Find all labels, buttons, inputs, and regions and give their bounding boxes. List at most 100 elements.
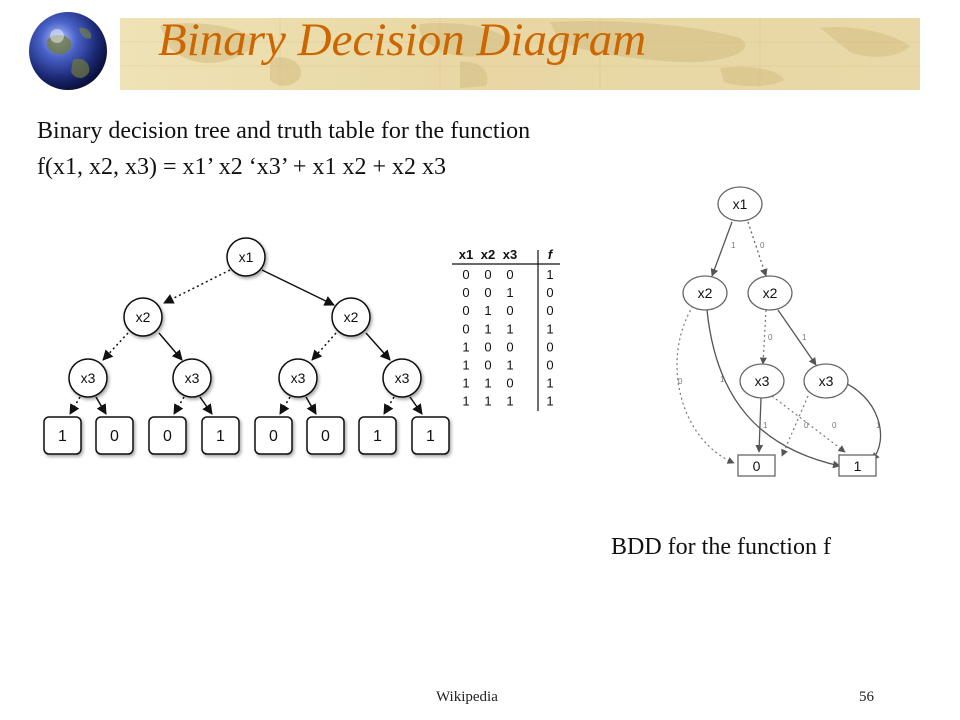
tree-edge-x3c-to-leaf5 [279,396,291,415]
truth-table-header-cell: x2 [481,247,495,262]
bdd-edge-label-x1-x2-left: 1 [731,241,736,250]
truth-table-cell: 0 [462,285,469,300]
bdd-edge-x3-right-to-0 [781,395,809,457]
bdd-edge-label-x2-right-x3-left: 0 [768,333,773,342]
truth-table-cell: 1 [546,321,553,336]
tree-leaf-5-label: 0 [269,428,278,445]
tree-node-x2-right-label: x2 [344,309,359,325]
tree-edge-x2b-to-x3d [365,332,391,361]
bdd-node-x1-label: x1 [733,196,748,212]
truth-table-cell: 0 [546,303,553,318]
bdd-caption: BDD for the function f [611,534,831,560]
tree-leaf-3: 0 [148,416,187,455]
tree-leaf-2-label: 0 [110,428,119,445]
truth-table-header-cell: x1 [459,247,473,262]
globe-icon [29,12,107,90]
tree-edge-x3c-to-leaf6 [305,396,317,415]
bdd-edge-label-x3-right-1: 1 [876,421,881,430]
tree-leaf-8: 1 [411,416,450,455]
tree-leaf-7: 1 [358,416,397,455]
bdd-edge-x2-right-to-x3-left [759,309,767,365]
bdd-node-x1: x1 [717,186,763,222]
bdd-edge-x3-left-to-1 [771,395,846,453]
truth-table-cell: 0 [506,376,513,391]
bdd-edge-label-x3-right-0: 0 [832,421,837,430]
bdd-edge-label-x3-left-1: 0 [804,421,809,430]
tree-leaf-6: 0 [306,416,345,455]
truth-table-cell: 0 [484,339,491,354]
tree-node-x3-1: x3 [68,358,108,398]
truth-table-cell: 1 [506,321,513,336]
slide-title: Binary Decision Diagram [158,14,647,66]
truth-table-cell: 1 [506,285,513,300]
tree-leaf-5: 0 [254,416,293,455]
bdd-edge-label-x2-right-x3-right: 1 [802,333,807,342]
tree-leaf-1: 1 [43,416,82,455]
bdd-node-x2-left-label: x2 [698,285,713,301]
truth-table-cell: 0 [546,285,553,300]
truth-table-cell: 1 [462,376,469,391]
tree-node-x1: x1 [226,237,266,277]
truth-table-cell: 1 [484,303,491,318]
tree-edge-x3b-to-leaf4 [199,396,213,415]
tree-node-x3-4: x3 [382,358,422,398]
truth-table-cell: 0 [462,321,469,336]
tree-node-x2-right: x2 [331,297,371,337]
tree-edge-x3d-to-leaf8 [409,396,423,415]
tree-node-x1-label: x1 [239,249,254,265]
truth-table-cell: 0 [506,267,513,282]
tree-leaf-4-label: 1 [216,428,225,445]
truth-table-header-cell: f [548,247,554,262]
bdd-node-x2-right-label: x2 [763,285,778,301]
truth-table-cell: 0 [484,285,491,300]
truth-table-header-cell: x3 [503,247,517,262]
bdd-edge-x3-left-to-0 [755,397,764,453]
truth-table-cell: 0 [462,267,469,282]
bdd-node-x2-left: x2 [682,275,728,311]
tree-node-x3-4-label: x3 [395,370,410,386]
tree-node-x2-left: x2 [123,297,163,337]
bdd-terminal-0: 0 [737,454,776,477]
tree-leaf-3-label: 0 [163,428,172,445]
tree-edge-x3d-to-leaf7 [383,396,395,415]
truth-table-cell: 1 [484,376,491,391]
tree-edge-x1-to-x2-left [163,269,231,304]
truth-table-cell: 0 [462,303,469,318]
bdd-node-x3-left: x3 [739,363,785,399]
tree-node-x3-2: x3 [172,358,212,398]
tree-edge-x2a-to-x3b [158,332,183,361]
tree-edge-x3a-to-leaf1 [69,396,81,415]
truth-table-cell: 1 [546,394,553,409]
tree-node-x3-3-label: x3 [291,370,306,386]
bdd-terminal-0-label: 0 [753,458,761,474]
truth-table-cell: 0 [484,358,491,373]
bdd-node-x3-right: x3 [803,363,849,399]
subtitle-line-1: Binary decision tree and truth table for… [37,118,531,144]
decision-tree: x1 x2 x2 x3 x3 x3 x3 1 [43,237,450,455]
truth-table-cell: 1 [546,376,553,391]
truth-table-cell: 1 [484,394,491,409]
bdd-edge-label-x2-left-0: 0 [678,377,683,386]
title-banner [120,18,920,90]
truth-table-cell: 1 [462,339,469,354]
truth-table-cell: 0 [506,303,513,318]
bdd-edge-label-x2-left-1: 1 [720,375,725,384]
slide-number: 56 [859,689,874,705]
tree-node-x3-1-label: x3 [81,370,96,386]
world-map-background [120,18,920,90]
tree-leaf-2: 0 [95,416,134,455]
truth-table-cell: 1 [546,267,553,282]
tree-leaf-1-label: 1 [58,428,67,445]
tree-leaf-4: 1 [201,416,240,455]
bdd-edge-x1-to-x2-left [710,221,733,277]
tree-edge-x3a-to-leaf2 [95,396,107,415]
tree-leaf-7-label: 1 [373,428,382,445]
bdd-edge-x2-right-to-x3-right [777,309,817,366]
truth-table-cell: 0 [546,339,553,354]
truth-table-cell: 1 [506,358,513,373]
truth-table-cell: 0 [506,339,513,354]
bdd-edge-x3-right-to-1 [837,379,882,461]
bdd-edge-label-x3-left-0: 1 [763,421,768,430]
